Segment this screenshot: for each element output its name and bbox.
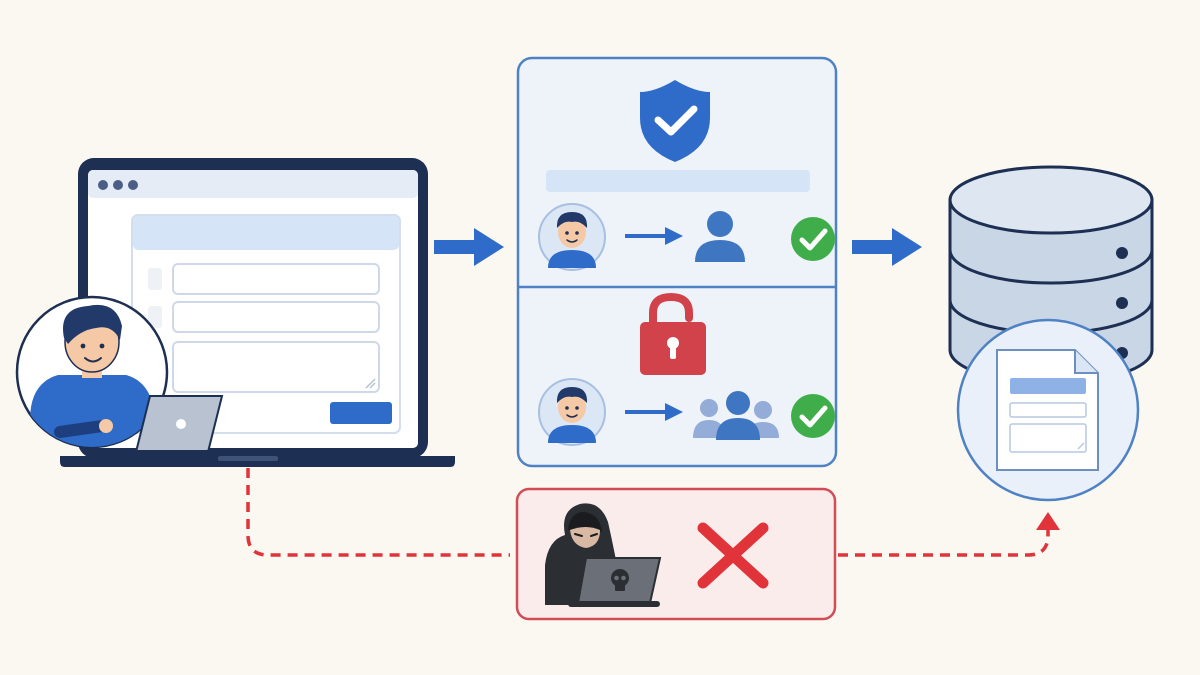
attack-path-right (838, 526, 1050, 557)
db-indicator-icon (1116, 247, 1128, 259)
user-avatar (15, 295, 224, 456)
form-header (133, 216, 399, 250)
arrow-right-small-icon (625, 403, 683, 421)
approved-check-icon (791, 394, 835, 438)
attack-path-left (246, 468, 510, 557)
single-user-icon (695, 211, 745, 262)
login-form (131, 214, 401, 434)
resize-grip-icon (365, 378, 376, 389)
unlocked-padlock-icon (640, 292, 706, 375)
approved-check-icon (791, 217, 835, 261)
laptop-notch (218, 456, 278, 461)
skull-laptop-icon (568, 557, 662, 607)
attack-arrowhead-icon (1036, 512, 1060, 530)
browser-titlebar (88, 170, 418, 198)
document-form-icon (996, 349, 1099, 471)
window-dot-icon (98, 180, 108, 190)
form-label-marker (148, 268, 162, 290)
submit-button (330, 402, 392, 424)
record-document (956, 318, 1140, 502)
window-dot-icon (128, 180, 138, 190)
username-field (172, 263, 380, 295)
db-indicator-icon (1116, 297, 1128, 309)
arrow-laptop-to-panel (434, 228, 504, 266)
window-dot-icon (113, 180, 123, 190)
laptop-base (60, 456, 455, 467)
shield-check-icon (640, 80, 710, 162)
user-laptop-small-icon (104, 395, 224, 456)
requester-avatar-top (538, 203, 606, 271)
permission-bar (546, 170, 810, 192)
form-label-marker (148, 306, 162, 328)
arrow-right-small-icon (625, 227, 683, 245)
requester-avatar-bottom (538, 378, 606, 446)
message-field (172, 341, 380, 393)
user-at-laptop-icon (30, 304, 154, 447)
arrow-panel-to-database (852, 228, 922, 266)
access-check-panel (516, 56, 838, 468)
blocked-x-icon (697, 522, 769, 589)
user-group-icon (693, 391, 779, 440)
attacker-panel (515, 487, 837, 621)
password-field (172, 301, 380, 333)
